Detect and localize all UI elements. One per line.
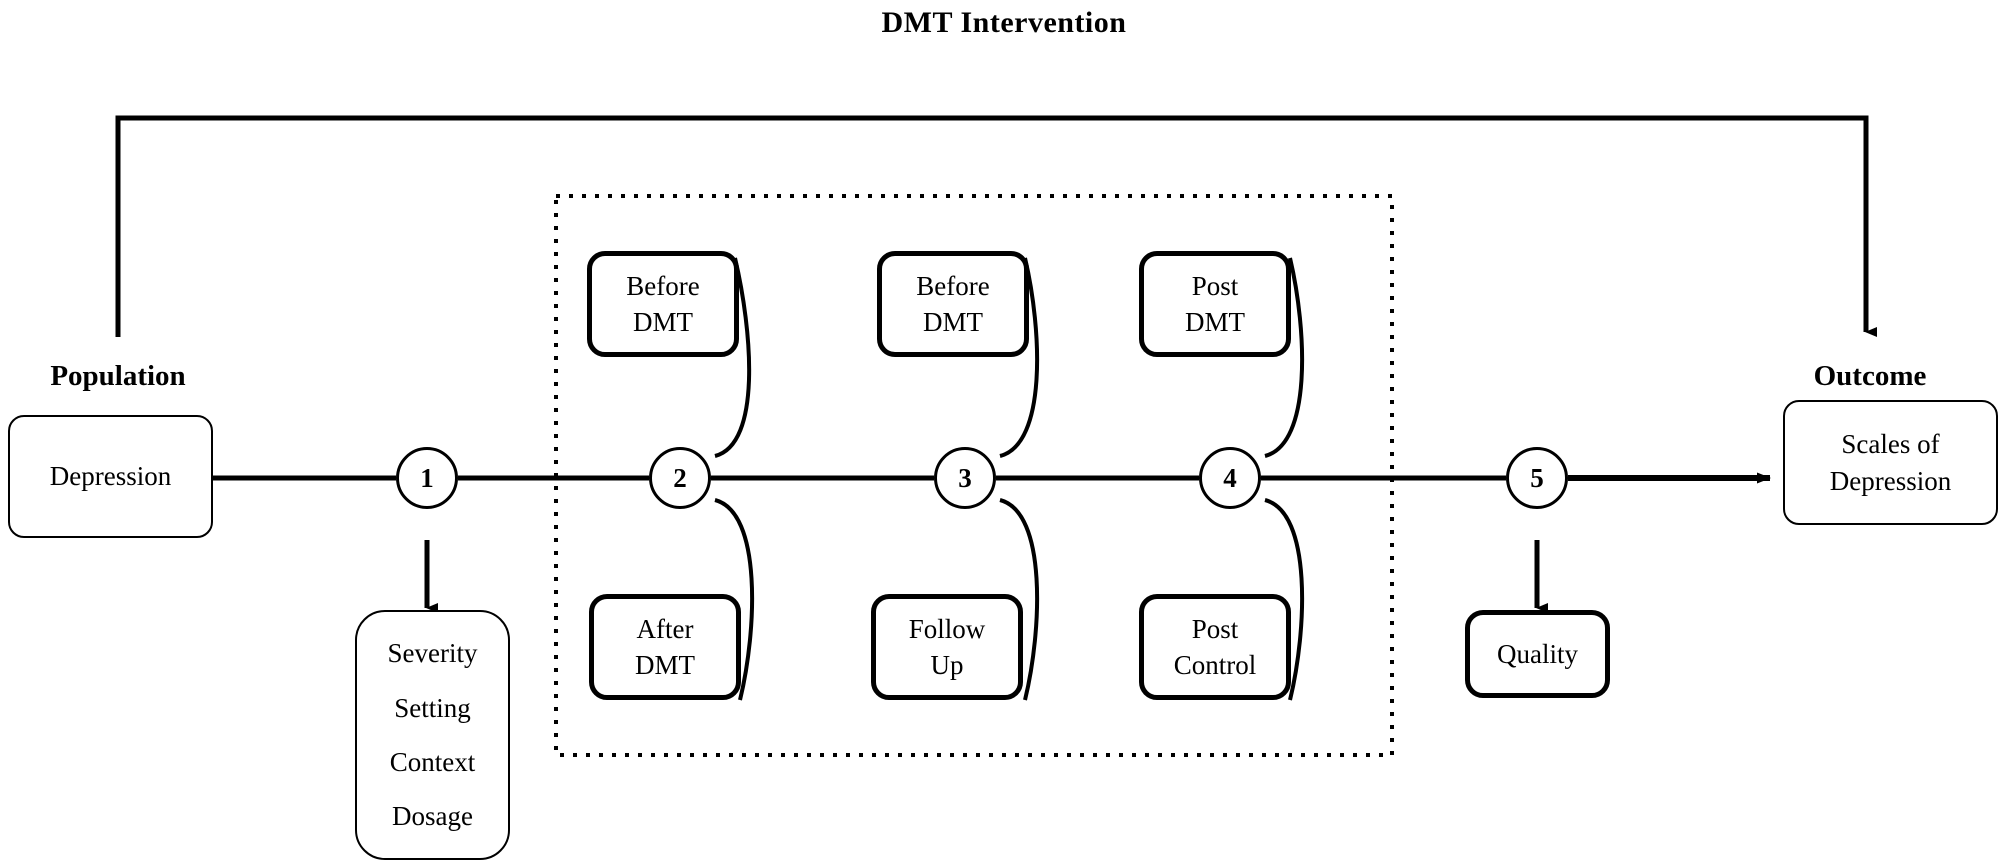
box-node4-post-dmt-line2: DMT	[1185, 307, 1245, 337]
box-node4-post-dmt-line1: Post	[1191, 270, 1239, 301]
node-2-label: 2	[673, 462, 687, 493]
curve-node4-to-top-box	[1264, 257, 1305, 458]
node-4-label: 4	[1223, 462, 1237, 493]
box-node2-before-dmt[interactable]: Before DMT	[587, 251, 739, 357]
page-title: DMT Intervention	[881, 6, 1127, 39]
box-node3-before-dmt-line1: Before	[916, 270, 990, 301]
curve-node3-to-bottom-box	[999, 498, 1040, 701]
attribute-context: Context	[389, 747, 476, 777]
box-node3-before-dmt-line2: DMT	[923, 307, 983, 337]
node-3-label: 3	[958, 462, 972, 493]
curve-node2-to-top-box	[714, 257, 752, 458]
box-node2-after-dmt-line2: DMT	[635, 650, 695, 680]
box-study-attributes[interactable]: Severity Setting Context Dosage	[355, 610, 510, 860]
curve-node4-to-bottom-box	[1264, 498, 1305, 701]
attribute-setting: Setting	[394, 692, 471, 723]
box-node4-post-control[interactable]: Post Control	[1139, 594, 1291, 700]
box-depression-label: Depression	[49, 461, 172, 492]
box-node4-post-control-line2: Control	[1173, 650, 1257, 680]
node-1-label: 1	[420, 462, 434, 493]
node-5[interactable]: 5	[1506, 447, 1568, 509]
node-3[interactable]: 3	[934, 447, 996, 509]
box-scales-of-depression-line2: Depression	[1829, 465, 1952, 496]
population-label: Population	[50, 360, 186, 392]
box-node4-post-dmt[interactable]: Post DMT	[1139, 251, 1291, 357]
population-bracket-arrow	[115, 115, 1877, 337]
box-node2-before-dmt-line1: Before	[626, 270, 700, 301]
box-node3-follow-up-line2: Up	[930, 650, 964, 680]
box-node4-post-control-line1: Post	[1191, 613, 1239, 644]
attribute-severity: Severity	[387, 638, 478, 669]
box-node2-after-dmt-line1: After	[636, 613, 694, 644]
box-node2-before-dmt-line2: DMT	[633, 307, 693, 337]
box-quality-label: Quality	[1497, 638, 1578, 669]
node-4[interactable]: 4	[1199, 447, 1261, 509]
box-node3-follow-up-line1: Follow	[908, 613, 986, 644]
node-1[interactable]: 1	[396, 447, 458, 509]
box-scales-of-depression-line1: Scales of	[1841, 429, 1940, 460]
curve-node2-to-bottom-box	[714, 498, 755, 701]
node-2[interactable]: 2	[649, 447, 711, 509]
node-5-label: 5	[1530, 462, 1544, 493]
outcome-label: Outcome	[1813, 360, 1927, 392]
curve-node3-to-top-box	[999, 257, 1040, 458]
box-depression[interactable]: Depression	[8, 415, 213, 538]
box-node2-after-dmt[interactable]: After DMT	[589, 594, 741, 700]
attribute-dosage: Dosage	[392, 801, 473, 832]
box-node3-follow-up[interactable]: Follow Up	[871, 594, 1023, 700]
box-scales-of-depression[interactable]: Scales of Depression	[1783, 400, 1998, 525]
box-node3-before-dmt[interactable]: Before DMT	[877, 251, 1029, 357]
box-quality[interactable]: Quality	[1465, 610, 1610, 698]
